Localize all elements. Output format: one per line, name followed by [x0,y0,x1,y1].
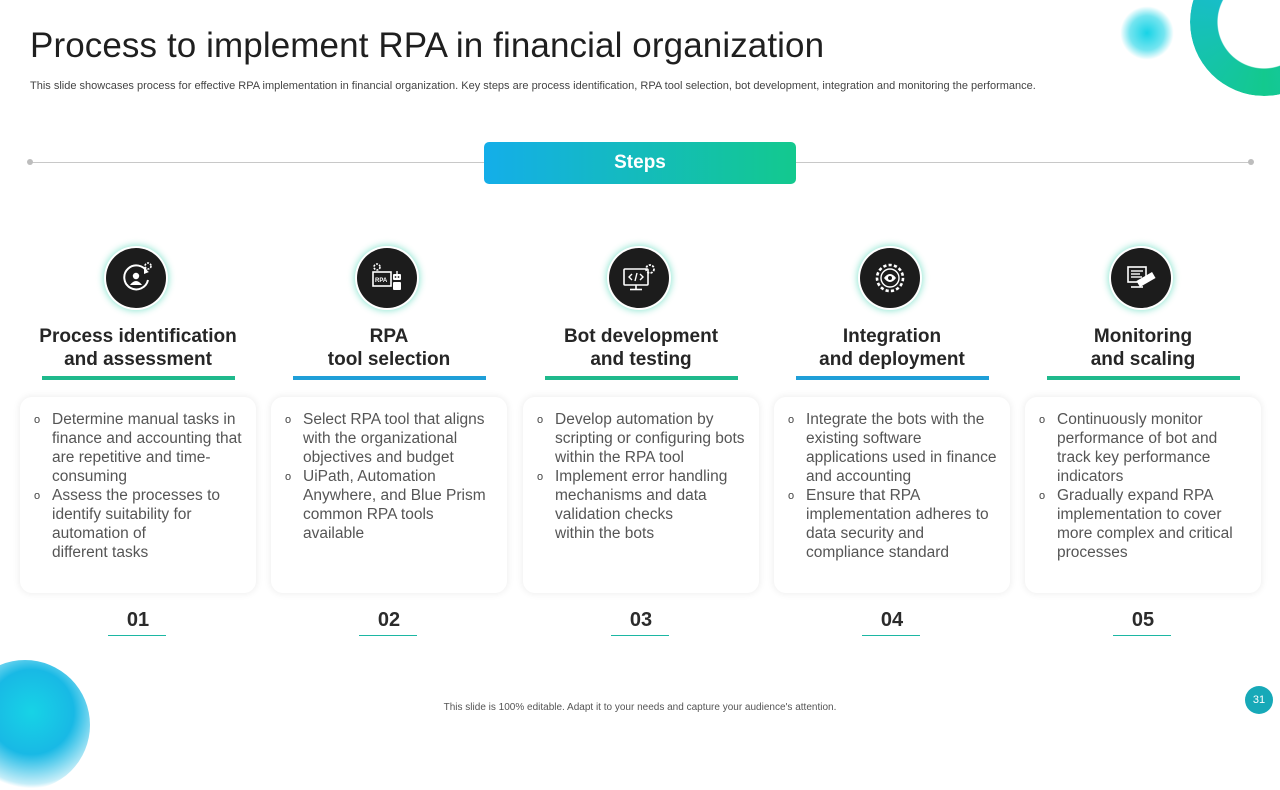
step-number-underline [1113,635,1171,636]
step-underline [1047,376,1240,380]
bullet-circle-icon: o [285,471,292,483]
page-number-badge: 31 [1245,686,1273,714]
bullet-circle-icon: o [788,414,795,426]
steps-header: Steps [484,142,796,184]
step-underline [796,376,989,380]
step-number: 01 [126,609,150,631]
step-bullet: o Select RPA tool that aligns with the or… [285,410,499,467]
step-number-underline [862,635,920,636]
step-bullet: o UiPath, Automation Anywhere, and Blue P… [285,467,499,543]
bullet-circle-icon: o [34,490,41,502]
step-bullet: o Develop automation by scripting or conf… [537,410,751,467]
divider-line-left [30,162,484,163]
bullet-text: Ensure that RPA implementation adheres t… [806,487,989,561]
step-number-underline [611,635,669,636]
svg-text:RPA: RPA [375,278,388,284]
bullet-text: UiPath, Automation Anywhere, and Blue Pr… [303,468,486,542]
bullet-circle-icon: o [34,414,41,426]
step-title: Integration and deployment [819,326,965,370]
bullet-circle-icon: o [285,414,292,426]
bullet-text: Integrate the bots with the existing sof… [806,411,997,485]
bullet-circle-icon: o [1039,414,1046,426]
step-card: o Determine manual tasks in finance and a… [20,397,256,593]
code-development-icon [609,248,669,308]
step-bullet: o Assess the processes to identify suitab… [34,486,248,562]
step-bullet: o Implement error handling mechanisms and… [537,467,751,543]
bullet-circle-icon: o [537,414,544,426]
step-underline [42,376,235,380]
step-title: Process identification and assessment [39,326,237,370]
step-number-underline [359,635,417,636]
bullet-text: Assess the processes to identify suitabi… [52,487,220,561]
step-title: RPA tool selection [327,326,451,370]
footer-note: This slide is 100% editable. Adapt it to… [443,702,837,713]
bullet-circle-icon: o [1039,490,1046,502]
step-bullet: o Integrate the bots with the existing so… [788,410,1002,486]
divider-dot-left [27,159,33,165]
slide-title: Process to implement RPA in financial or… [30,26,825,65]
bullet-text: Gradually expand RPA implementation to c… [1057,487,1233,561]
step-underline [293,376,486,380]
decorative-dot [1120,6,1174,60]
step-card: o Develop automation by scripting or conf… [523,397,759,593]
step-bullet: o Determine manual tasks in finance and a… [34,410,248,486]
bullet-circle-icon: o [788,490,795,502]
rpa-tool-icon: RPA [357,248,417,308]
process-assessment-icon [106,248,166,308]
integration-gear-icon [860,248,920,308]
step-number-underline [108,635,166,636]
slide-subtitle: This slide showcases process for effecti… [30,80,1036,92]
step-bullet: o Continuously monitor performance of bot… [1039,410,1253,486]
step-card: o Integrate the bots with the existing so… [774,397,1010,593]
bullet-text: Continuously monitor performance of bot … [1057,411,1218,485]
step-title: Monitoring and scaling [1090,326,1196,370]
bullet-circle-icon: o [537,471,544,483]
step-card: o Select RPA tool that aligns with the or… [271,397,507,593]
step-number: 04 [880,609,904,631]
step-bullet: o Gradually expand RPA implementation to … [1039,486,1253,562]
monitoring-dashboard-icon [1111,248,1171,308]
bullet-text: Implement error handling mechanisms and … [555,468,728,542]
step-bullet: o Ensure that RPA implementation adheres … [788,486,1002,562]
bullet-text: Develop automation by scripting or confi… [555,411,745,466]
step-number: 05 [1131,609,1155,631]
bullet-text: Select RPA tool that aligns with the org… [303,411,485,466]
step-underline [545,376,738,380]
bullet-text: Determine manual tasks in finance and ac… [52,411,242,485]
step-card: o Continuously monitor performance of bot… [1025,397,1261,593]
step-title: Bot development and testing [563,326,719,370]
divider-dot-right [1248,159,1254,165]
step-number: 02 [377,609,401,631]
divider-line-right [796,162,1251,163]
step-number: 03 [629,609,653,631]
decorative-blob [0,660,90,790]
